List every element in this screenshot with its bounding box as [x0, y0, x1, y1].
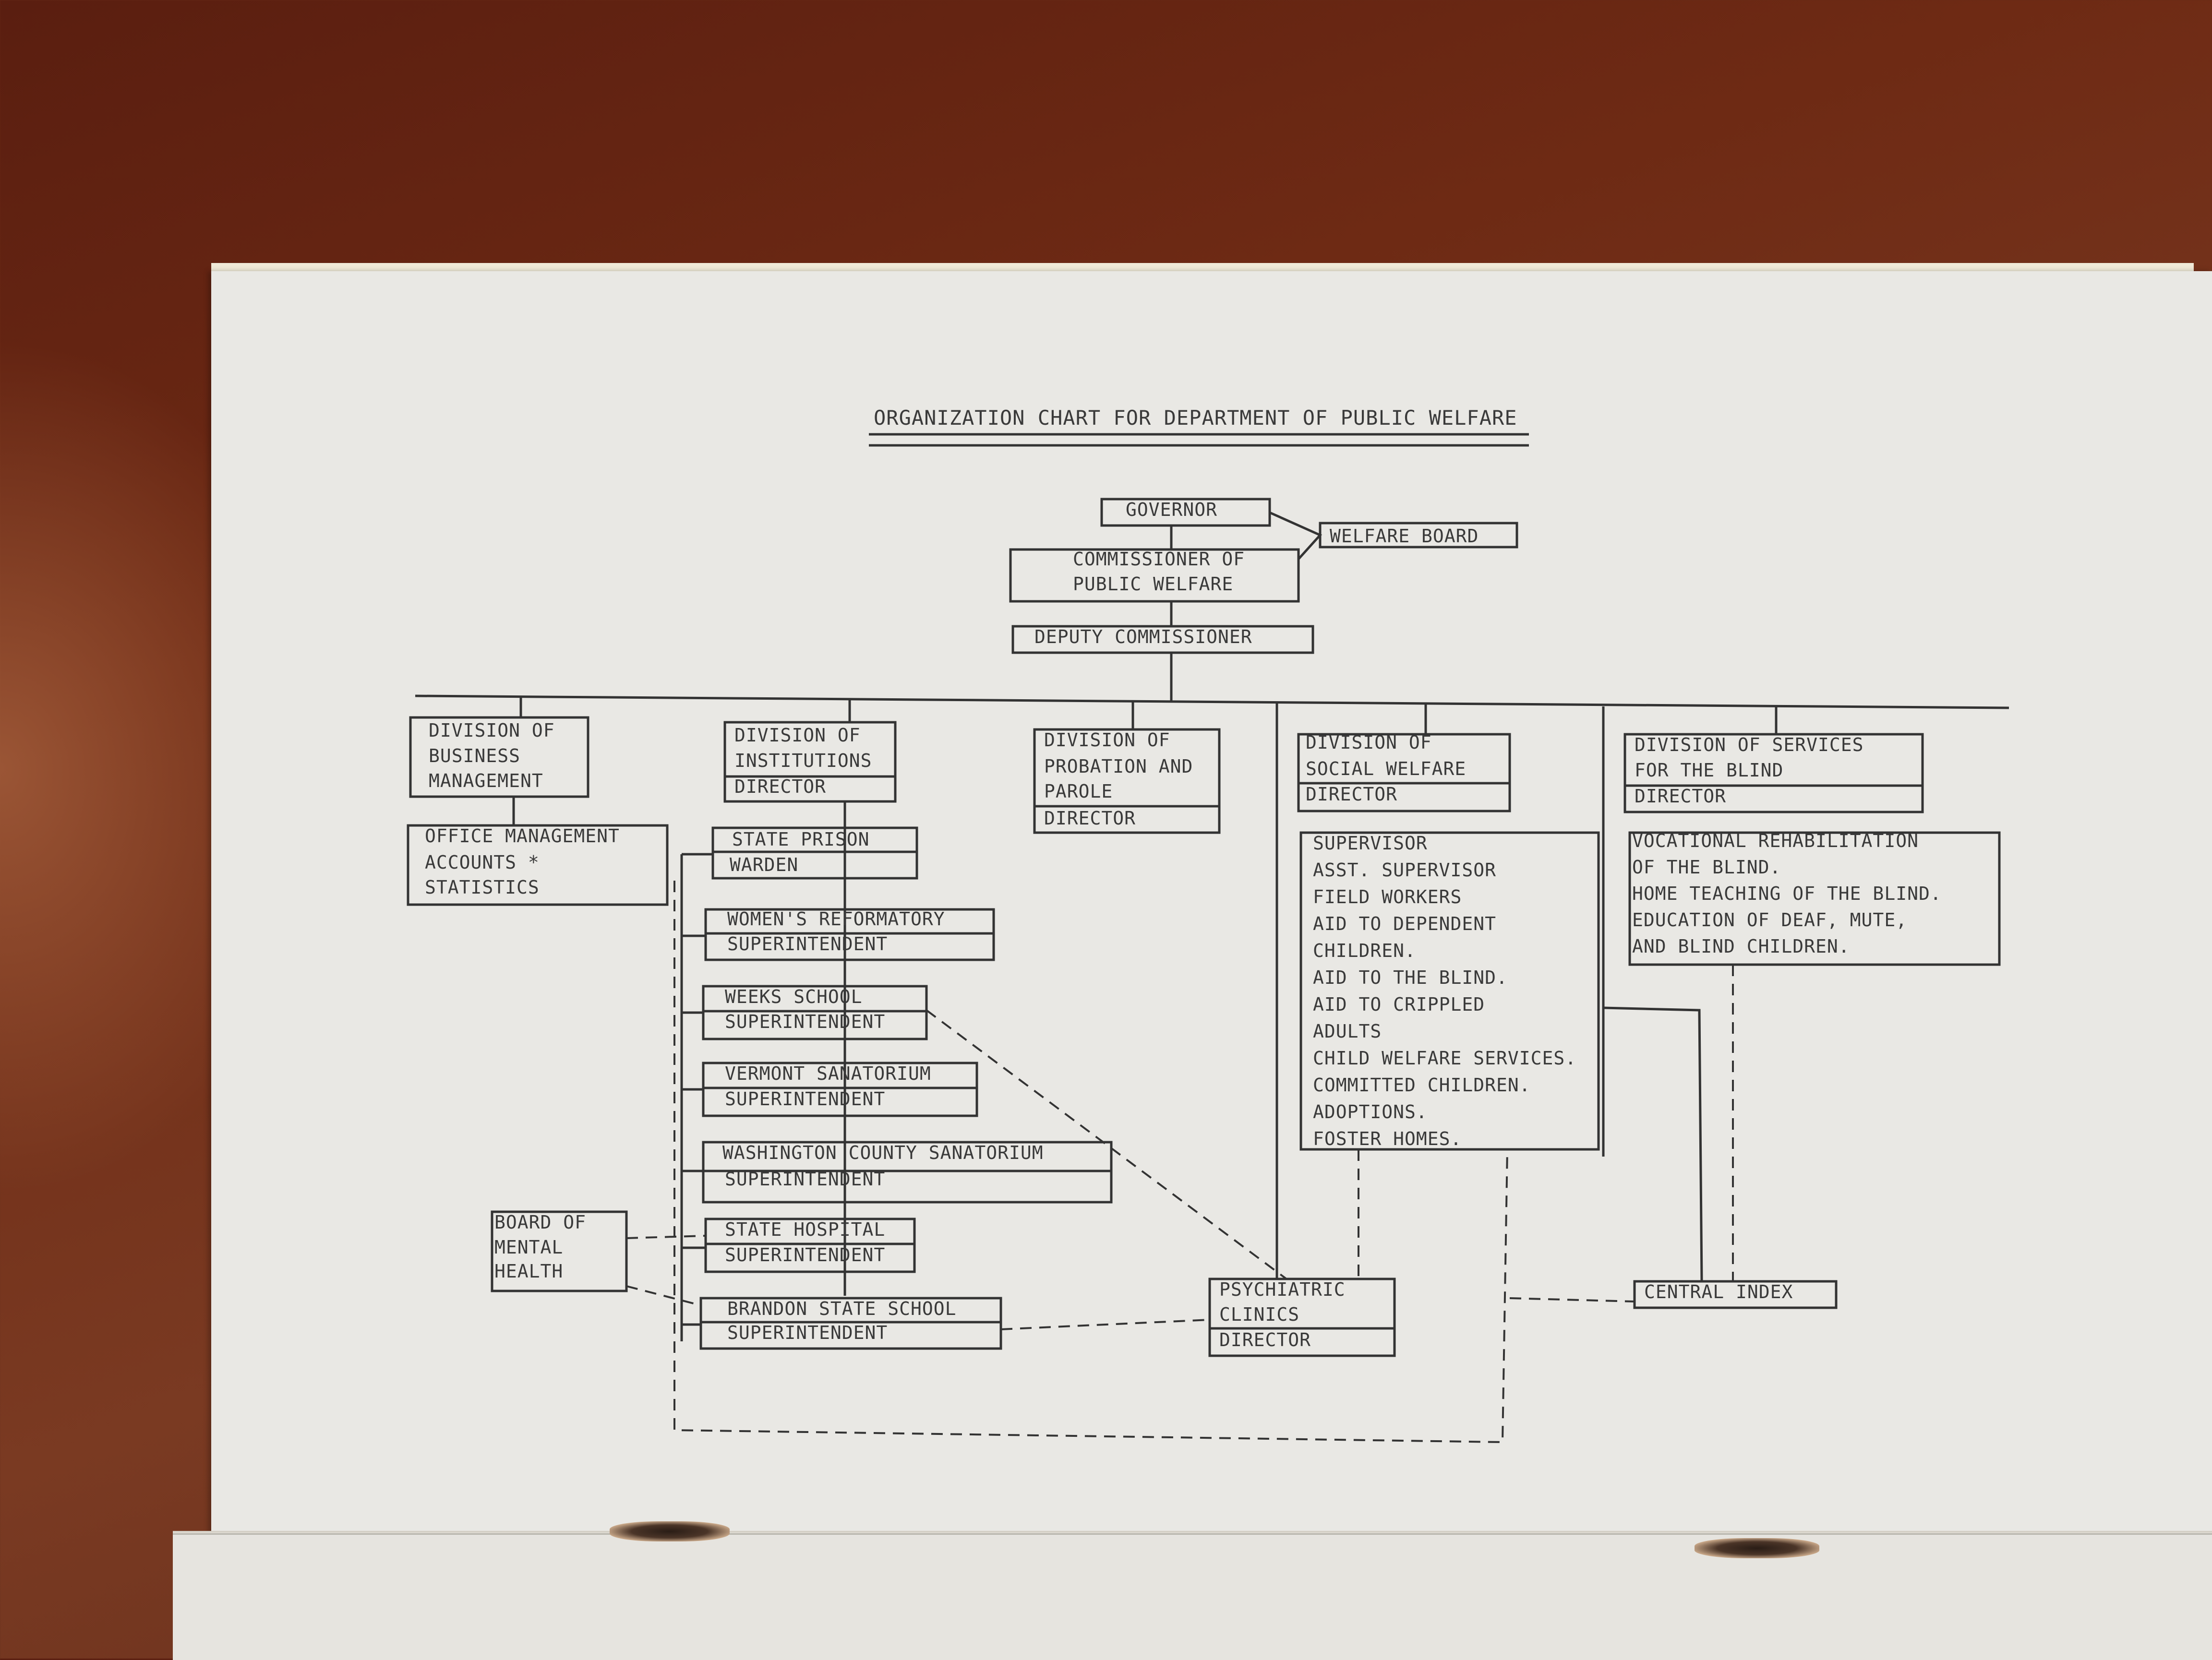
- svg-text:SUPERINTENDENT: SUPERINTENDENT: [725, 1244, 885, 1266]
- svg-text:PUBLIC WELFARE: PUBLIC WELFARE: [1073, 573, 1233, 595]
- svg-text:CLINICS: CLINICS: [1219, 1304, 1299, 1325]
- institutions-division-box: DIVISION OF INSTITUTIONS DIRECTOR: [723, 721, 897, 803]
- psychiatric-central-dash: [1509, 1297, 1635, 1302]
- svg-text:AND BLIND CHILDREN.: AND BLIND CHILDREN.: [1632, 936, 1850, 957]
- staple-left-icon: [610, 1521, 730, 1541]
- social-welfare-duties-box: SUPERVISOR ASST. SUPERVISOR FIELD WORKER…: [1299, 831, 1600, 1151]
- brandon-psychiatric-dash: [1000, 1319, 1210, 1330]
- svg-text:SUPERINTENDENT: SUPERINTENDENT: [725, 1011, 885, 1032]
- svg-text:SUPERINTENDENT: SUPERINTENDENT: [725, 1088, 885, 1110]
- svg-text:DIRECTOR: DIRECTOR: [1044, 808, 1136, 829]
- svg-text:HEALTH: HEALTH: [494, 1261, 563, 1282]
- womens-reformatory-box: WOMEN'S REFORMATORY SUPERINTENDENT: [704, 908, 995, 961]
- outer-dashed-loop: [673, 881, 1508, 1444]
- svg-text:OFFICE MANAGEMENT: OFFICE MANAGEMENT: [425, 825, 620, 847]
- svg-text:CENTRAL INDEX: CENTRAL INDEX: [1644, 1281, 1793, 1302]
- psychiatric-clinics-box: PSYCHIATRIC CLINICS DIRECTOR: [1208, 1278, 1396, 1357]
- svg-text:PROBATION AND: PROBATION AND: [1044, 756, 1193, 777]
- welfare-board-box: WELFARE BOARD: [1319, 522, 1518, 549]
- vermont-sanatorium-box: VERMONT SANATORIUM SUPERINTENDENT: [702, 1062, 978, 1117]
- svg-text:FOR THE BLIND: FOR THE BLIND: [1635, 760, 1783, 781]
- commissioner-box: COMMISSIONER OF PUBLIC WELFARE: [1009, 548, 1300, 603]
- weeks-psychiatric-dash: [926, 1009, 1287, 1280]
- lower-page: [173, 1533, 2212, 1660]
- svg-text:BOARD OF: BOARD OF: [494, 1212, 586, 1233]
- svg-text:AID TO CRIPPLED: AID TO CRIPPLED: [1313, 994, 1485, 1015]
- svg-text:SOCIAL WELFARE: SOCIAL WELFARE: [1306, 758, 1466, 779]
- business-division-box: DIVISION OF BUSINESS MANAGEMENT: [409, 716, 589, 798]
- svg-text:DIRECTOR: DIRECTOR: [1306, 784, 1397, 805]
- svg-text:VERMONT SANATORIUM: VERMONT SANATORIUM: [725, 1063, 931, 1084]
- svg-text:DIVISION OF: DIVISION OF: [734, 725, 861, 746]
- svg-text:FIELD WORKERS: FIELD WORKERS: [1313, 886, 1462, 908]
- svg-text:STATE HOSPITAL: STATE HOSPITAL: [725, 1219, 885, 1240]
- svg-text:DIRECTOR: DIRECTOR: [734, 776, 826, 797]
- svg-text:WARDEN: WARDEN: [730, 854, 798, 875]
- board-link: [1269, 511, 1322, 560]
- state-hospital-box: STATE HOSPITAL SUPERINTENDENT: [704, 1218, 916, 1273]
- svg-text:DIRECTOR: DIRECTOR: [1219, 1329, 1311, 1350]
- svg-text:ASST. SUPERVISOR: ASST. SUPERVISOR: [1313, 860, 1496, 881]
- svg-text:PSYCHIATRIC: PSYCHIATRIC: [1219, 1279, 1346, 1300]
- svg-text:STATE PRISON: STATE PRISON: [732, 829, 870, 850]
- central-index-box: CENTRAL INDEX: [1633, 1280, 1838, 1309]
- mental-health-brandon-link: [626, 1285, 701, 1306]
- probation-division-box: DIVISION OF PROBATION AND PAROLE DIRECTO…: [1033, 728, 1221, 834]
- svg-text:VOCATIONAL REHABILITATION: VOCATIONAL REHABILITATION: [1632, 830, 1919, 851]
- governor-box: GOVERNOR: [1100, 498, 1271, 527]
- svg-text:STATISTICS: STATISTICS: [425, 877, 540, 898]
- blind-duties-box: VOCATIONAL REHABILITATION OF THE BLIND. …: [1628, 830, 2001, 966]
- weeks-school-box: WEEKS SCHOOL SUPERINTENDENT: [702, 985, 928, 1040]
- svg-text:SUPERINTENDENT: SUPERINTENDENT: [727, 933, 888, 955]
- svg-text:CHILDREN.: CHILDREN.: [1313, 940, 1416, 961]
- svg-text:MANAGEMENT: MANAGEMENT: [429, 770, 543, 791]
- svg-text:COMMITTED CHILDREN.: COMMITTED CHILDREN.: [1313, 1075, 1531, 1096]
- svg-text:WELFARE BOARD: WELFARE BOARD: [1330, 525, 1479, 547]
- svg-text:WOMEN'S REFORMATORY: WOMEN'S REFORMATORY: [727, 908, 945, 930]
- svg-text:BRANDON STATE SCHOOL: BRANDON STATE SCHOOL: [727, 1298, 957, 1319]
- mental-health-board-box: BOARD OF MENTAL HEALTH: [491, 1210, 628, 1292]
- division-bus: [415, 694, 2009, 709]
- washington-county-sanatorium-box: WASHINGTON COUNTY SANATORIUM SUPERINTEND…: [702, 1141, 1113, 1204]
- svg-text:SUPERINTENDENT: SUPERINTENDENT: [725, 1169, 885, 1190]
- svg-text:MENTAL: MENTAL: [494, 1237, 563, 1258]
- business-unit-box: OFFICE MANAGEMENT ACCOUNTS * STATISTICS: [407, 824, 669, 906]
- social-welfare-division-box: DIVISION OF SOCIAL WELFARE DIRECTOR: [1297, 732, 1511, 812]
- svg-text:WEEKS SCHOOL: WEEKS SCHOOL: [725, 986, 863, 1007]
- svg-text:OF THE BLIND.: OF THE BLIND.: [1632, 857, 1781, 878]
- svg-text:SUPERVISOR: SUPERVISOR: [1313, 833, 1428, 854]
- svg-text:HOME TEACHING OF THE BLIND.: HOME TEACHING OF THE BLIND.: [1632, 883, 1942, 904]
- svg-text:GOVERNOR: GOVERNOR: [1126, 499, 1217, 520]
- social-central-link: [1603, 1006, 1703, 1282]
- svg-text:DIRECTOR: DIRECTOR: [1635, 786, 1726, 807]
- svg-text:INSTITUTIONS: INSTITUTIONS: [734, 750, 872, 771]
- blind-division-box: DIVISION OF SERVICES FOR THE BLIND DIREC…: [1623, 733, 1924, 813]
- state-prison-box: STATE PRISON WARDEN: [711, 826, 918, 880]
- svg-text:EDUCATION OF DEAF, MUTE,: EDUCATION OF DEAF, MUTE,: [1632, 909, 1907, 931]
- svg-text:WASHINGTON COUNTY SANATORIUM: WASHINGTON COUNTY SANATORIUM: [722, 1142, 1044, 1163]
- svg-text:DIVISION OF: DIVISION OF: [429, 720, 555, 741]
- svg-text:ACCOUNTS *: ACCOUNTS *: [425, 852, 540, 873]
- svg-text:DIVISION OF: DIVISION OF: [1306, 732, 1432, 753]
- svg-text:SUPERINTENDENT: SUPERINTENDENT: [727, 1322, 888, 1343]
- brandon-state-school-box: BRANDON STATE SCHOOL SUPERINTENDENT: [699, 1297, 1002, 1350]
- svg-text:COMMISSIONER OF: COMMISSIONER OF: [1073, 549, 1245, 570]
- svg-text:BUSINESS: BUSINESS: [429, 745, 520, 766]
- svg-text:CHILD WELFARE SERVICES.: CHILD WELFARE SERVICES.: [1313, 1048, 1576, 1069]
- svg-text:DIVISION OF SERVICES: DIVISION OF SERVICES: [1635, 734, 1864, 755]
- svg-text:DEPUTY COMMISSIONER: DEPUTY COMMISSIONER: [1034, 626, 1252, 647]
- mental-health-hospital-link: [626, 1235, 706, 1239]
- svg-text:ADULTS: ADULTS: [1313, 1021, 1382, 1042]
- svg-text:AID TO DEPENDENT: AID TO DEPENDENT: [1313, 913, 1496, 934]
- institution-units: STATE PRISON WARDEN WOMEN'S REFORMATORY …: [682, 826, 1113, 1350]
- svg-text:DIVISION OF: DIVISION OF: [1044, 729, 1170, 751]
- svg-text:ADOPTIONS.: ADOPTIONS.: [1313, 1101, 1428, 1123]
- svg-text:FOSTER HOMES.: FOSTER HOMES.: [1313, 1128, 1462, 1149]
- svg-text:AID TO THE BLIND.: AID TO THE BLIND.: [1313, 967, 1508, 988]
- svg-text:PAROLE: PAROLE: [1044, 781, 1113, 802]
- staple-right-icon: [1695, 1538, 1819, 1558]
- chart-title: ORGANIZATION CHART FOR DEPARTMENT OF PUB…: [874, 406, 1517, 430]
- deputy-box: DEPUTY COMMISSIONER: [1011, 625, 1314, 654]
